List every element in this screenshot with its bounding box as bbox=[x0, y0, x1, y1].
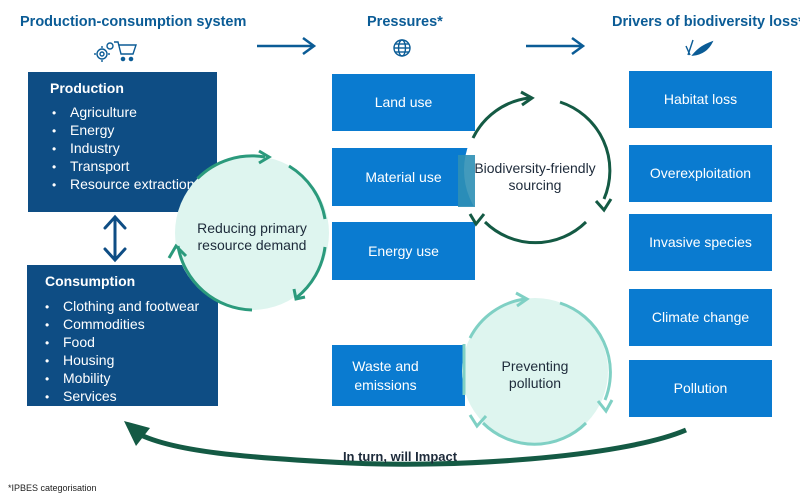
feedback-arrow bbox=[124, 421, 687, 467]
consumption-list: Clothing and footwear Commodities Food H… bbox=[45, 298, 199, 406]
pressure-box-waste-emissions: Waste and emissions bbox=[332, 345, 465, 406]
consumption-title: Consumption bbox=[45, 273, 136, 289]
reducing-demand-cycle bbox=[167, 149, 329, 312]
list-item: Mobility bbox=[45, 370, 199, 388]
pollution-label: Preventing pollution bbox=[501, 358, 569, 391]
driver-box-overexploitation: Overexploitation bbox=[629, 145, 772, 202]
arrow-production-to-pressures bbox=[257, 36, 317, 56]
consumption-box: Consumption Clothing and footwear Commod… bbox=[27, 265, 218, 406]
driver-label: Overexploitation bbox=[649, 165, 752, 182]
driver-label: Invasive species bbox=[649, 234, 752, 251]
sourcing-cycle bbox=[458, 90, 613, 245]
list-item: Housing bbox=[45, 352, 199, 370]
list-item: Clothing and footwear bbox=[45, 298, 199, 316]
globe-icon bbox=[393, 39, 411, 57]
reducing-demand-label: Reducing primary resource demand bbox=[197, 220, 307, 253]
arrow-pressures-to-drivers bbox=[526, 36, 586, 56]
feedback-arrow-label: In turn, will Impact bbox=[342, 449, 458, 464]
pressure-label: Waste and emissions bbox=[352, 358, 419, 393]
production-title: Production bbox=[50, 80, 124, 96]
header-production-consumption: Production-consumption system bbox=[20, 14, 247, 30]
leaf-icon bbox=[685, 39, 714, 56]
list-item: Resource extraction bbox=[52, 176, 195, 194]
list-item: Industry bbox=[52, 140, 195, 158]
pollution-cycle bbox=[462, 291, 614, 446]
list-item: Energy bbox=[52, 122, 195, 140]
header-drivers: Drivers of biodiversity loss* bbox=[612, 14, 800, 30]
production-box: Production Agriculture Energy Industry T… bbox=[28, 72, 217, 212]
list-item: Commodities bbox=[45, 316, 199, 334]
list-item: Food bbox=[45, 334, 199, 352]
footnote: *IPBES categorisation bbox=[8, 483, 97, 493]
pressure-label: Material use bbox=[365, 168, 442, 185]
double-arrow-production-consumption bbox=[103, 214, 127, 263]
gear-cart-icon bbox=[94, 41, 137, 62]
pressure-label: Energy use bbox=[368, 242, 439, 259]
list-item: Transport bbox=[52, 158, 195, 176]
driver-box-pollution: Pollution bbox=[629, 360, 772, 417]
production-list: Agriculture Energy Industry Transport Re… bbox=[52, 104, 195, 194]
pressure-box-energy-use: Energy use bbox=[332, 222, 475, 280]
header-pressures: Pressures* bbox=[367, 14, 443, 30]
pressure-box-material-use: Material use bbox=[332, 148, 475, 206]
list-item: Services bbox=[45, 388, 199, 406]
pressure-box-land-use: Land use bbox=[332, 74, 475, 131]
driver-box-habitat-loss: Habitat loss bbox=[629, 71, 772, 128]
driver-label: Habitat loss bbox=[663, 91, 738, 108]
driver-box-climate-change: Climate change bbox=[629, 289, 772, 346]
driver-label: Pollution bbox=[673, 380, 728, 397]
sourcing-label: Biodiversity-friendly sourcing bbox=[474, 160, 596, 193]
driver-label: Climate change bbox=[651, 309, 750, 326]
driver-box-invasive-species: Invasive species bbox=[629, 214, 772, 271]
list-item: Agriculture bbox=[52, 104, 195, 122]
pressure-label: Land use bbox=[374, 94, 433, 111]
